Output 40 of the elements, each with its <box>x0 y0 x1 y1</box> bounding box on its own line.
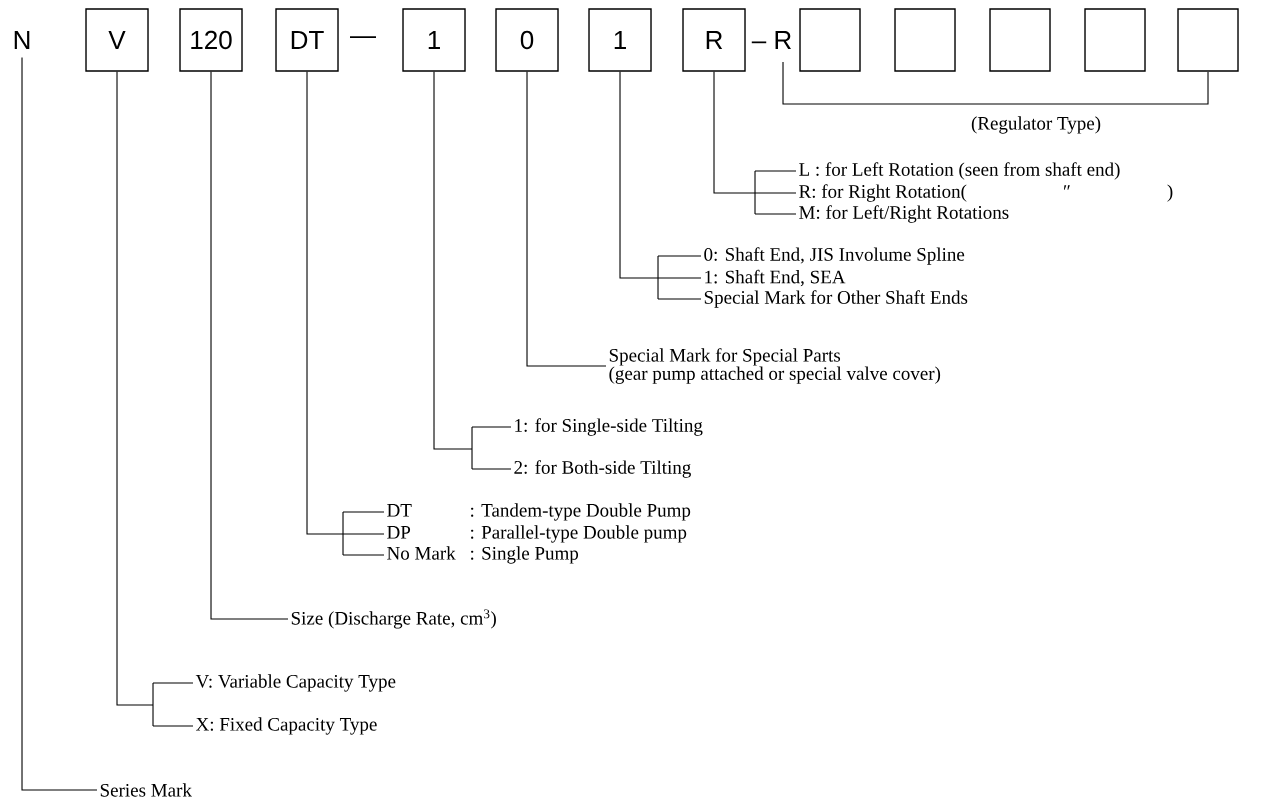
description-text: M: for Left/Right Rotations <box>799 205 1009 223</box>
empty-box <box>989 8 1051 72</box>
leader-line <box>306 71 385 556</box>
code-box: 1 <box>588 8 652 72</box>
description-text: Special Mark for Special Parts (gear pump attached or special valve cover) <box>609 348 941 384</box>
description-text: No Mark : Single Pump <box>387 546 579 564</box>
leader-line <box>526 71 607 367</box>
empty-box <box>1177 8 1239 72</box>
description-text: X: Fixed Capacity Type <box>196 717 377 735</box>
code-box: 0 <box>495 8 559 72</box>
code-box: R <box>682 8 746 72</box>
description-text: DP : Parallel-type Double pump <box>387 525 687 543</box>
leader-line <box>713 71 797 215</box>
description-text: 2: for Both-side Tilting <box>514 460 691 478</box>
code-suffix: – R <box>751 31 791 49</box>
description-text: Series Mark <box>100 783 192 797</box>
empty-box <box>1084 8 1146 72</box>
code-box: 120 <box>179 8 243 72</box>
leader-line <box>116 71 194 727</box>
separator-dash: — <box>350 36 376 38</box>
code-box: DT <box>275 8 339 72</box>
code-box: 1 <box>402 8 466 72</box>
leader-line <box>210 71 289 620</box>
leader-line <box>433 71 512 470</box>
empty-box <box>894 8 956 72</box>
description-text: Special Mark for Other Shaft Ends <box>704 290 968 308</box>
description-text: L : for Left Rotation (seen from shaft end) <box>799 162 1120 180</box>
code-letter: N <box>14 31 30 49</box>
description-text: 0: Shaft End, JIS Involume Spline <box>704 247 965 265</box>
description-text: 1: Shaft End, SEA <box>705 269 846 287</box>
code-box: V <box>85 8 149 72</box>
description-text: V: Variable Capacity Type <box>195 674 396 692</box>
empty-box <box>799 8 861 72</box>
description-text: Size (Discharge Rate, cm$^{3}$) <box>291 609 496 629</box>
description-text: DT : Tandem-type Double Pump <box>387 503 691 521</box>
description-text: R: for Right Rotation( ″ ) <box>799 184 1173 202</box>
bracket-label: (Regulator Type) <box>971 116 1101 134</box>
description-text: 1: for Single-side Tilting <box>515 418 703 436</box>
leader-line <box>619 71 702 300</box>
leader-line <box>21 56 98 791</box>
